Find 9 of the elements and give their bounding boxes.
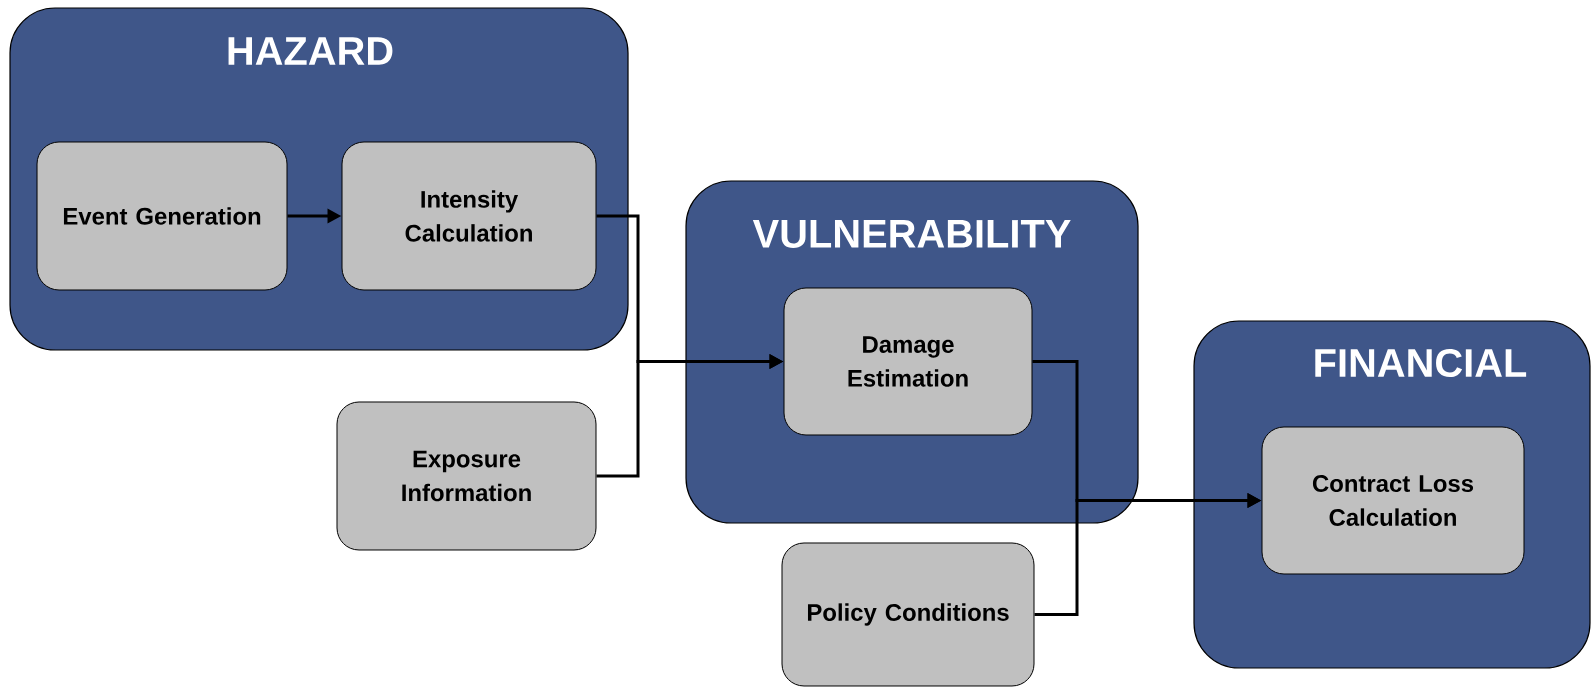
process-box: Contract Loss Calculation [1261, 426, 1525, 575]
process-box: Exposure Information [336, 401, 597, 551]
process-box: Event Generation [36, 141, 288, 291]
process-box: Intensity Calculation [341, 141, 597, 291]
process-box: Policy Conditions [781, 542, 1035, 687]
panel-title: FINANCIAL [1315, 348, 1527, 378]
process-box: Damage Estimation [783, 287, 1033, 436]
panel-title: VULNERABILITY [752, 220, 1071, 248]
panel-title: HAZARD [228, 37, 393, 65]
